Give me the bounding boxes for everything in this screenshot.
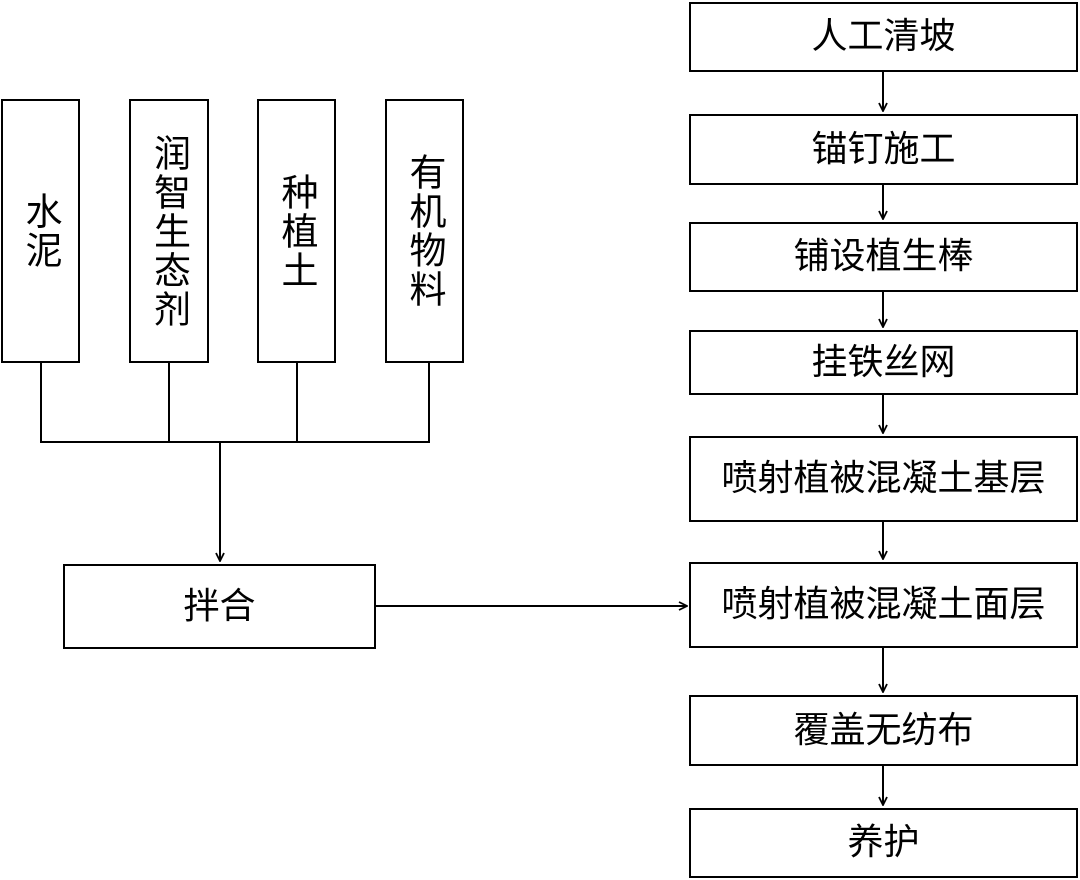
ingredient-label-planting-soil: 种植土 (275, 172, 318, 290)
step-label-6: 喷射植被混凝土面层 (721, 584, 1046, 625)
step-label-7: 覆盖无纺布 (793, 709, 974, 751)
ingredient-box-planting-soil: 种植土 (257, 99, 336, 363)
step-label-8: 养护 (847, 822, 920, 863)
ingredient-label-organic-material: 有机物料 (403, 153, 446, 309)
step-box-4: 挂铁丝网 (689, 330, 1078, 395)
ingredient-label-eco-agent: 润智生态剂 (147, 133, 191, 329)
step-box-6: 喷射植被混凝土面层 (689, 562, 1078, 648)
step-box-1: 人工清坡 (689, 2, 1078, 72)
ingredient-box-organic-material: 有机物料 (385, 99, 464, 363)
step-label-4: 挂铁丝网 (811, 341, 956, 383)
ingredient-label-cement: 水泥 (19, 192, 62, 270)
step-box-3: 铺设植生棒 (689, 222, 1078, 292)
step-label-1: 人工清坡 (811, 16, 956, 57)
step-label-2: 锚钉施工 (811, 128, 956, 170)
ingredient-box-cement: 水泥 (1, 99, 80, 363)
step-box-7: 覆盖无纺布 (689, 695, 1078, 766)
step-box-5: 喷射植被混凝土基层 (689, 436, 1078, 522)
mixing-box: 拌合 (63, 564, 376, 649)
step-box-8: 养护 (689, 808, 1078, 878)
step-label-3: 铺设植生棒 (793, 236, 974, 277)
ingredient-box-eco-agent: 润智生态剂 (129, 99, 209, 363)
step-label-5: 喷射植被混凝土基层 (721, 458, 1046, 499)
mixing-label: 拌合 (183, 585, 256, 627)
step-box-2: 锚钉施工 (689, 114, 1078, 185)
